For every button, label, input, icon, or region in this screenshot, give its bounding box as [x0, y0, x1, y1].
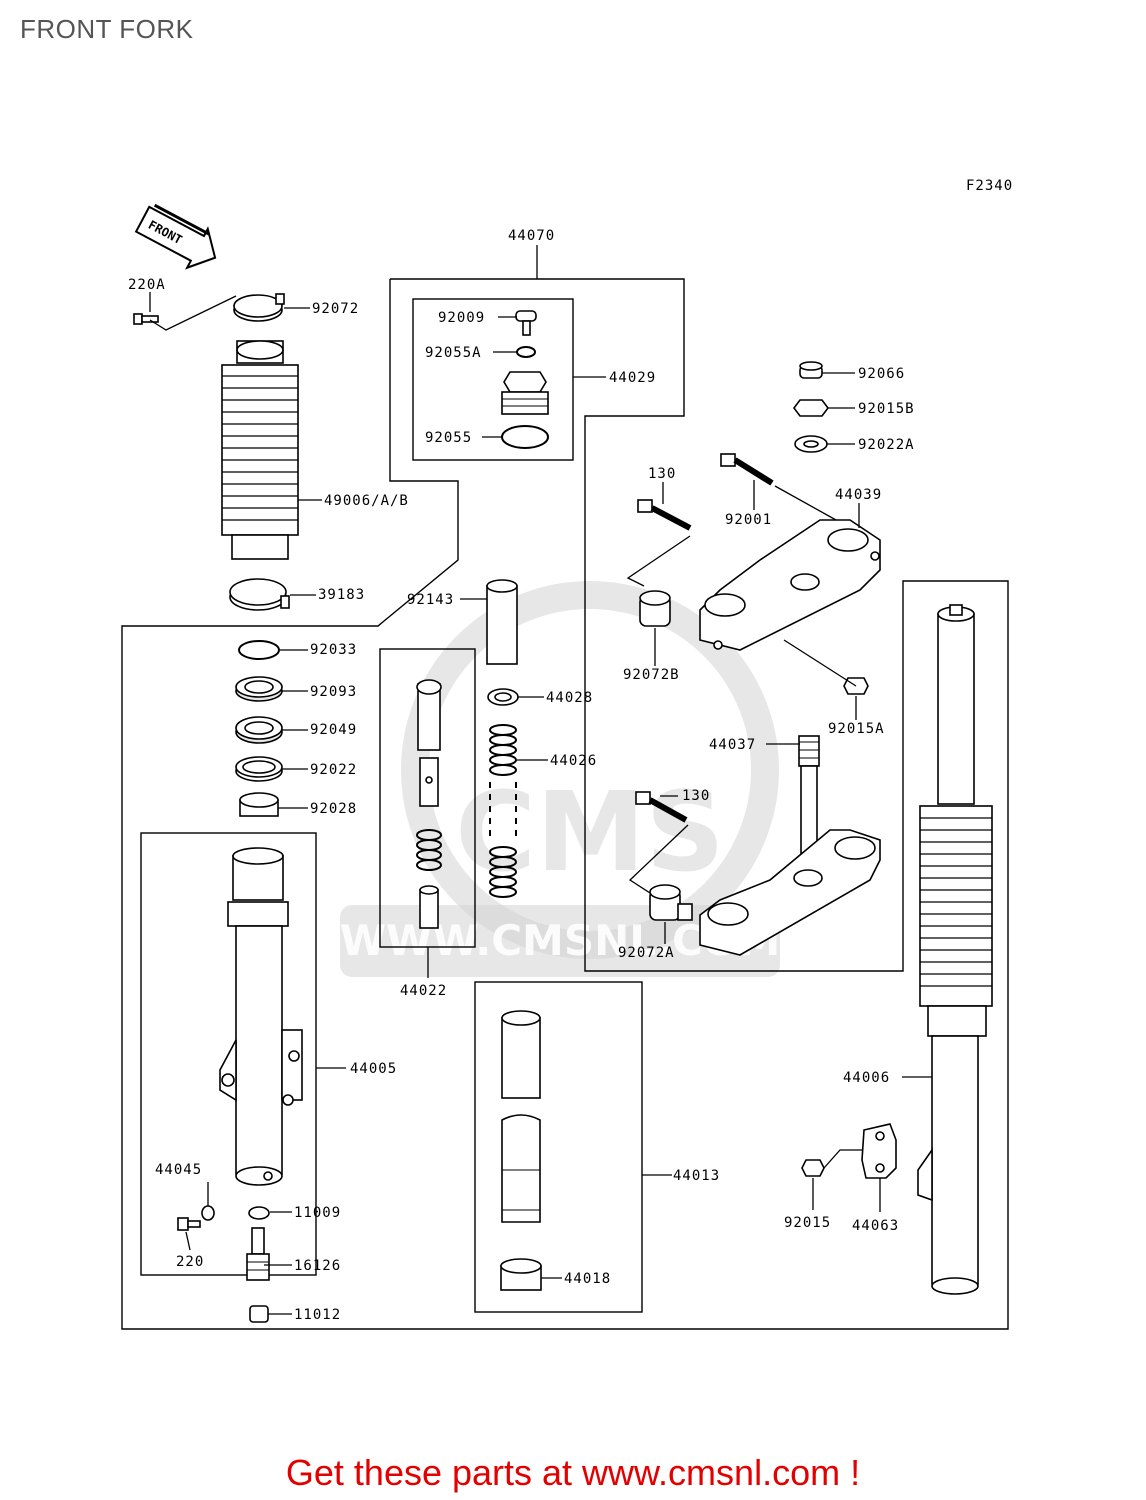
part-drain-16126: [246, 1227, 270, 1281]
label-130-upper: 130: [648, 466, 676, 482]
label-92015b: 92015B: [858, 401, 915, 417]
part-bushing-92028: [239, 792, 279, 817]
label-44070: 44070: [508, 228, 555, 244]
label-44029: 44029: [609, 370, 656, 386]
part-clamp-92072: [233, 293, 285, 322]
part-outer-tube-44005: [219, 847, 303, 1186]
part-bolt-130-upper: [637, 499, 692, 531]
part-snapring-92033: [238, 640, 280, 660]
part-fork-assembly-44006: [917, 604, 993, 1295]
part-bolt-130-lower: [635, 791, 688, 823]
page-title: FRONT FORK: [20, 14, 194, 44]
label-92033: 92033: [310, 642, 357, 658]
front-fork-diagram: CMS WWW.CMSNL.COM F2340 FRONT: [121, 178, 1013, 1330]
part-labels: 44070 220A 92072 92009 92055A 44029 9205…: [128, 228, 915, 1323]
label-44013: 44013: [673, 1168, 720, 1184]
label-92055a: 92055A: [425, 345, 482, 361]
part-clamp-92072a: [649, 884, 693, 921]
part-washer-92022a: [794, 435, 828, 453]
part-cylinder-44022: [416, 679, 442, 929]
front-arrow: FRONT: [134, 203, 217, 270]
label-92009: 92009: [438, 310, 485, 326]
part-bushing-44018: [500, 1258, 542, 1291]
label-44037: 44037: [709, 737, 756, 753]
label-11012: 11012: [294, 1307, 341, 1323]
part-washer-92022: [235, 756, 283, 782]
label-44022: 44022: [400, 983, 447, 999]
figure-code: F2340: [966, 178, 1013, 194]
label-39183: 39183: [318, 587, 365, 603]
label-92049: 92049: [310, 722, 357, 738]
part-topcap-44029: [501, 371, 549, 415]
label-130-lower: 130: [682, 788, 710, 804]
part-seal-92049: [235, 716, 283, 744]
label-220a: 220A: [128, 277, 166, 293]
label-44005: 44005: [350, 1061, 397, 1077]
label-92028: 92028: [310, 801, 357, 817]
label-44045: 44045: [155, 1162, 202, 1178]
part-holder-44063: [861, 1123, 897, 1179]
label-92072b: 92072B: [623, 667, 680, 683]
part-boot-49006: [221, 340, 299, 560]
label-49006: 49006/A/B: [324, 493, 409, 509]
label-92001: 92001: [725, 512, 772, 528]
part-clamp-39183: [229, 578, 290, 611]
label-44026: 44026: [550, 753, 597, 769]
part-cap-92066: [799, 361, 823, 379]
label-92015: 92015: [784, 1215, 831, 1231]
label-92055: 92055: [425, 430, 472, 446]
label-44063: 44063: [852, 1218, 899, 1234]
label-220: 220: [176, 1254, 204, 1270]
part-inner-tube-44013: [501, 1010, 541, 1223]
part-stem-44037: [699, 735, 881, 956]
label-92066: 92066: [858, 366, 905, 382]
part-cap-11012: [249, 1305, 269, 1323]
part-oring-92055a: [516, 346, 536, 358]
part-seal-92093: [235, 676, 283, 702]
label-16126: 16126: [294, 1258, 341, 1274]
part-washer-11009: [248, 1206, 270, 1220]
part-nut-92015: [801, 1159, 825, 1177]
footer-cta[interactable]: Get these parts at www.cmsnl.com !: [285, 1452, 861, 1493]
label-92143: 92143: [407, 592, 454, 608]
part-washer-44045: [201, 1205, 215, 1221]
label-92093: 92093: [310, 684, 357, 700]
label-92015a: 92015A: [828, 721, 885, 737]
part-screw-92009: [515, 310, 537, 336]
part-clamp-92072b: [639, 590, 671, 627]
label-92022a: 92022A: [858, 437, 915, 453]
leader-lines: [149, 245, 932, 1315]
part-bolt-92001: [720, 453, 774, 486]
part-nut-92015b: [793, 399, 829, 417]
part-bolt-220: [177, 1217, 201, 1231]
part-spacer-92143: [486, 579, 518, 665]
label-44028: 44028: [546, 690, 593, 706]
label-44039: 44039: [835, 487, 882, 503]
label-44006: 44006: [843, 1070, 890, 1086]
label-92022: 92022: [310, 762, 357, 778]
part-bolt-220a: [133, 313, 159, 325]
label-92072: 92072: [312, 301, 359, 317]
label-11009: 11009: [294, 1205, 341, 1221]
part-upper-bracket-44039: [699, 519, 881, 651]
part-washer-44028: [487, 688, 519, 706]
part-oring-92055: [501, 425, 549, 449]
label-92072a: 92072A: [618, 945, 675, 961]
part-spring-44026: [489, 724, 517, 898]
label-44018: 44018: [564, 1271, 611, 1287]
